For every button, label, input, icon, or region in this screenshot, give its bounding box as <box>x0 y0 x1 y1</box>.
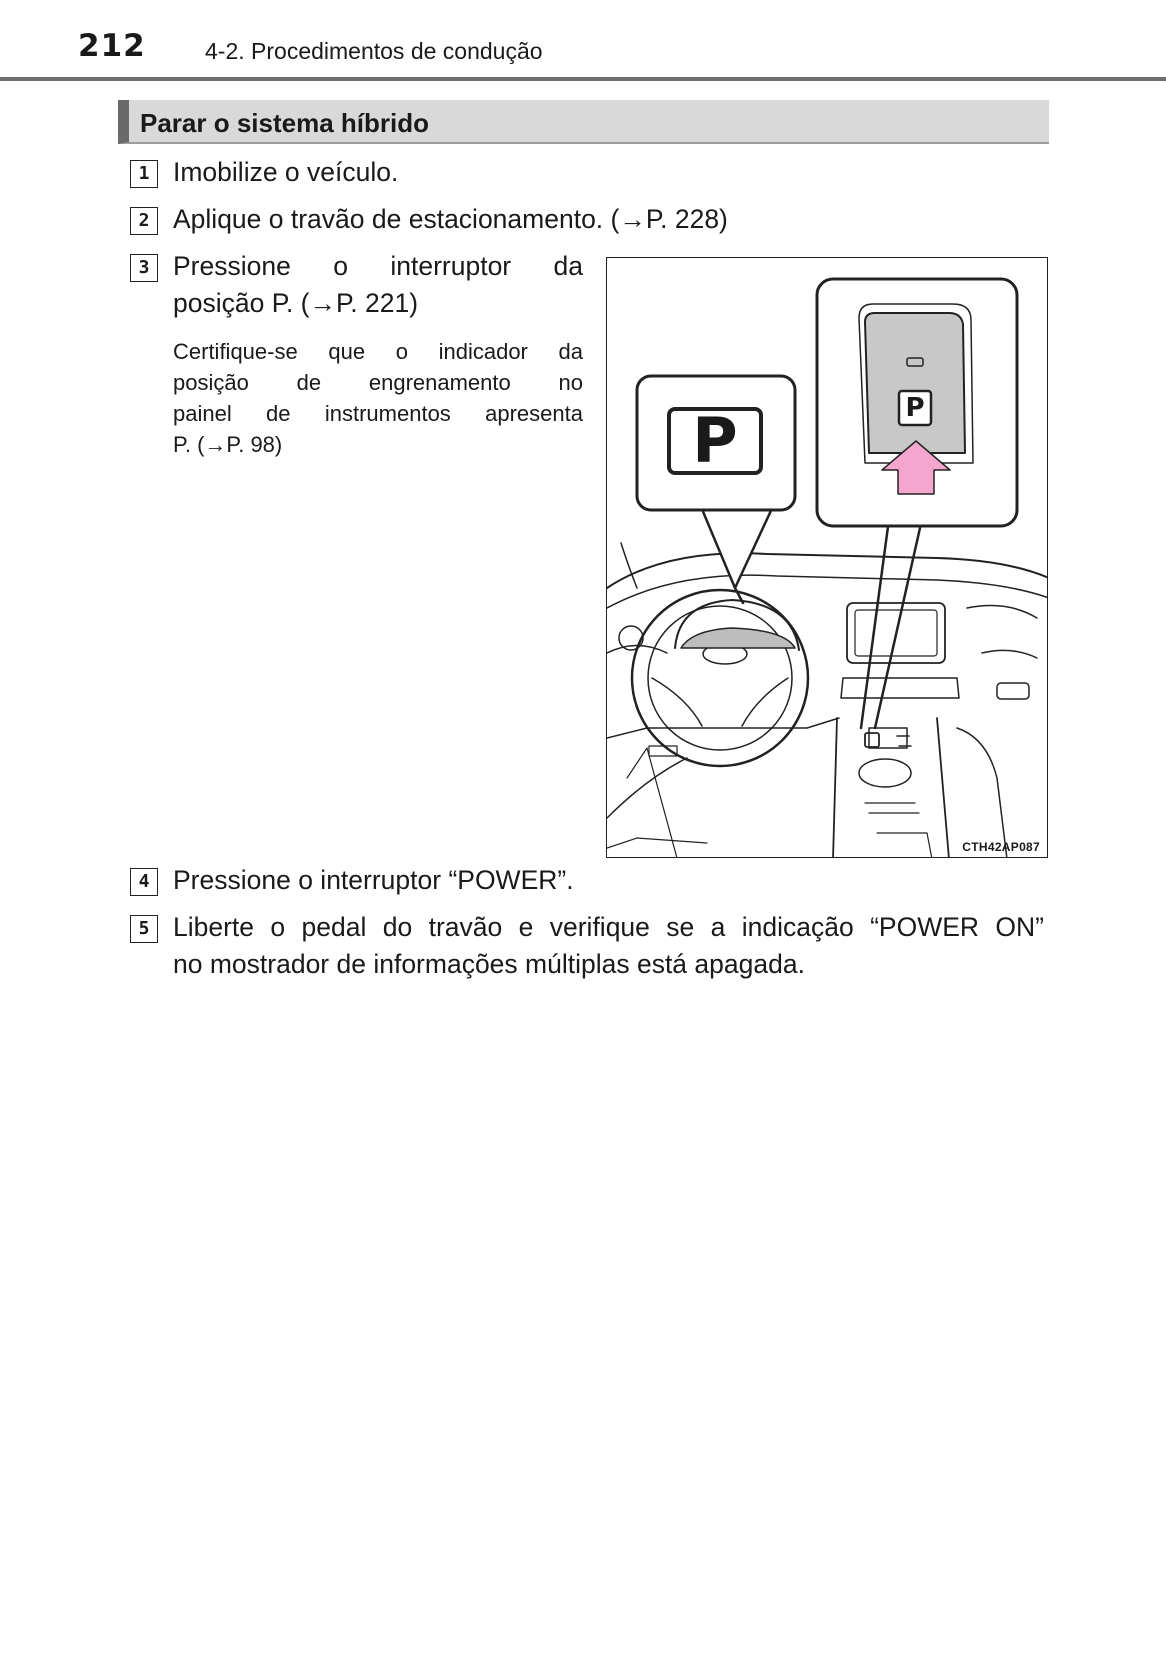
step-text-2: Aplique o travão de estacionamento. (→P.… <box>173 204 728 234</box>
figure-code: CTH42AP087 <box>962 840 1040 854</box>
step-text-5-line-2: no mostrador de informações múltiplas es… <box>173 949 805 979</box>
step-number-5: 5 <box>130 915 158 943</box>
note-line-3: painel de instrumentos apresenta <box>173 401 583 426</box>
step-3-note: Certifique-se que o indicador da posição… <box>173 336 583 460</box>
step-number-3: 3 <box>130 254 158 282</box>
switch-p-letter: P <box>905 393 925 423</box>
step-text-4: Pressione o interruptor “POWER”. <box>173 865 574 895</box>
note-line-2: posição de engrenamento no <box>173 370 583 395</box>
step-number-2: 2 <box>130 207 158 235</box>
step-text-3-line-2: posição P. (→P. 221) <box>173 288 419 318</box>
step-text-5-line-1: Liberte o pedal do travão e verifique se… <box>173 912 1044 942</box>
note-line-1: Certifique-se que o indicador da <box>173 339 583 364</box>
step-text-1: Imobilize o veículo. <box>173 157 399 187</box>
step-number-4: 4 <box>130 868 158 896</box>
section-title: Parar o sistema híbrido <box>140 108 429 138</box>
indicator-p-letter: P <box>692 404 738 477</box>
section-heading-bar: Parar o sistema híbrido <box>118 100 1049 144</box>
page-number: 212 <box>78 28 146 64</box>
header-rule <box>0 77 1166 81</box>
note-line-4: P. (→P. 98) <box>173 432 283 457</box>
dashboard-illustration: P P CTH42AP087 <box>606 257 1048 858</box>
step-text-3-line-1: Pressione o interruptor da <box>173 251 583 281</box>
page-header: 212 4-2. Procedimentos de condução <box>0 0 1166 82</box>
step-number-1: 1 <box>130 160 158 188</box>
section-path: 4-2. Procedimentos de condução <box>205 38 543 64</box>
dashboard-drawing <box>607 277 1047 857</box>
